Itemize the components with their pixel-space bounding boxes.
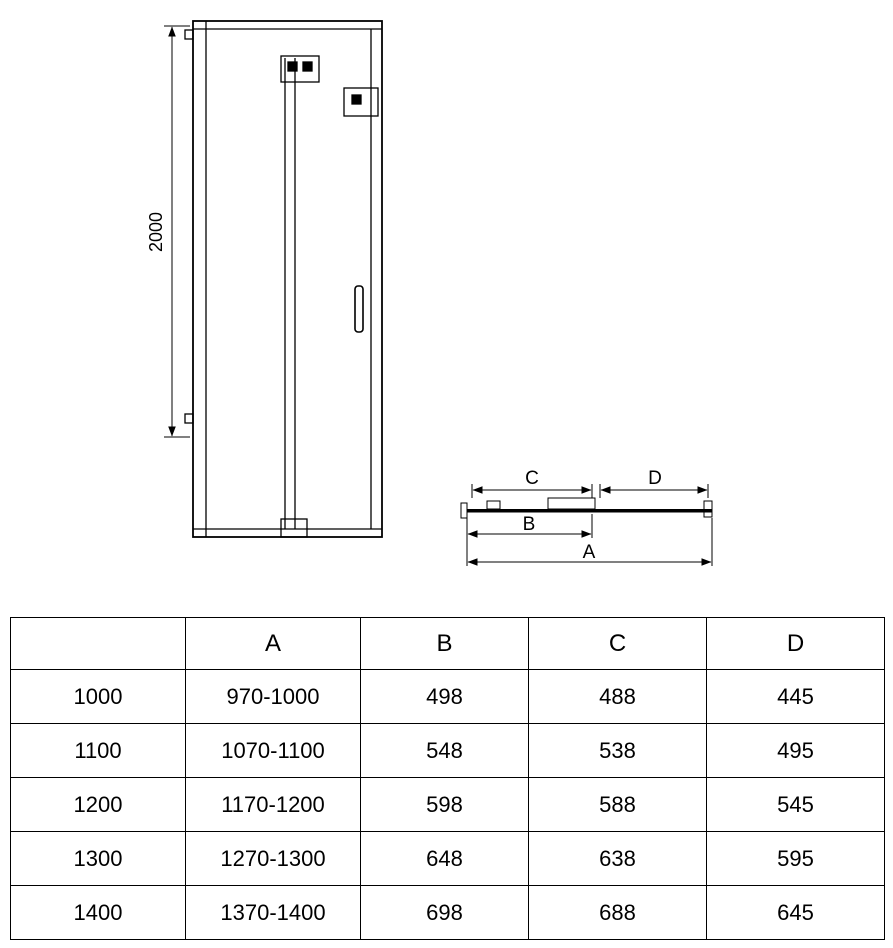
cell-a: 1070-1100 xyxy=(185,723,361,778)
roller-carriage-2 xyxy=(343,87,379,117)
dim-label-c: C xyxy=(525,468,539,489)
cell-a: 970-1000 xyxy=(185,669,361,724)
roller-carriage-1 xyxy=(280,55,320,83)
cell-b: 598 xyxy=(360,777,529,832)
cell-size: 1300 xyxy=(10,831,186,886)
cell-d: 645 xyxy=(706,885,885,940)
cell-c: 588 xyxy=(528,777,707,832)
cell-d: 495 xyxy=(706,723,885,778)
cell-d: 545 xyxy=(706,777,885,832)
cell-c: 488 xyxy=(528,669,707,724)
cell-c: 538 xyxy=(528,723,707,778)
col-header-d: D xyxy=(706,617,885,670)
height-dimension xyxy=(164,25,190,438)
front-view-elevation xyxy=(184,20,383,538)
cell-size: 1400 xyxy=(10,885,186,940)
cell-b: 498 xyxy=(360,669,529,724)
cell-b: 698 xyxy=(360,885,529,940)
cell-c: 688 xyxy=(528,885,707,940)
col-header-a: A xyxy=(185,617,361,670)
dim-label-b: B xyxy=(523,514,536,535)
col-header-b: B xyxy=(360,617,529,670)
dimensions-table: A B C D 1000 970-1000 498 488 445 1100 1… xyxy=(10,617,885,940)
bottom-guide xyxy=(280,518,308,538)
cell-size: 1200 xyxy=(10,777,186,832)
table-row-1100: 1100 1070-1100 548 538 495 xyxy=(10,723,885,778)
table-row-1300: 1300 1270-1300 648 638 595 xyxy=(10,831,885,886)
dim-label-a: A xyxy=(583,542,596,563)
col-header-c: C xyxy=(528,617,707,670)
cell-a: 1370-1400 xyxy=(185,885,361,940)
wall-anchor-bottom xyxy=(184,413,194,424)
table-row-1200: 1200 1170-1200 598 588 545 xyxy=(10,777,885,832)
cell-c: 638 xyxy=(528,831,707,886)
dim-label-height: 2000 xyxy=(146,212,166,252)
table-row-1000: 1000 970-1000 498 488 445 xyxy=(10,669,885,724)
table-row-1400: 1400 1370-1400 698 688 645 xyxy=(10,885,885,940)
wall-profile xyxy=(460,502,468,519)
end-bracket xyxy=(703,500,713,518)
door-handle xyxy=(354,285,364,333)
cell-d: 595 xyxy=(706,831,885,886)
wall-anchor-top xyxy=(184,29,194,40)
table-header-row: A B C D xyxy=(10,617,885,670)
cell-a: 1270-1300 xyxy=(185,831,361,886)
cell-b: 548 xyxy=(360,723,529,778)
technical-drawing: 2000 C D B A xyxy=(146,20,713,566)
cell-b: 648 xyxy=(360,831,529,886)
cell-a: 1170-1200 xyxy=(185,777,361,832)
roller-block-small xyxy=(486,500,501,510)
cell-size: 1100 xyxy=(10,723,186,778)
col-header-width xyxy=(10,617,186,670)
dim-label-d: D xyxy=(648,468,662,489)
top-view-plan xyxy=(460,484,713,566)
cell-d: 445 xyxy=(706,669,885,724)
cell-size: 1000 xyxy=(10,669,186,724)
roller-block-large xyxy=(547,497,596,510)
